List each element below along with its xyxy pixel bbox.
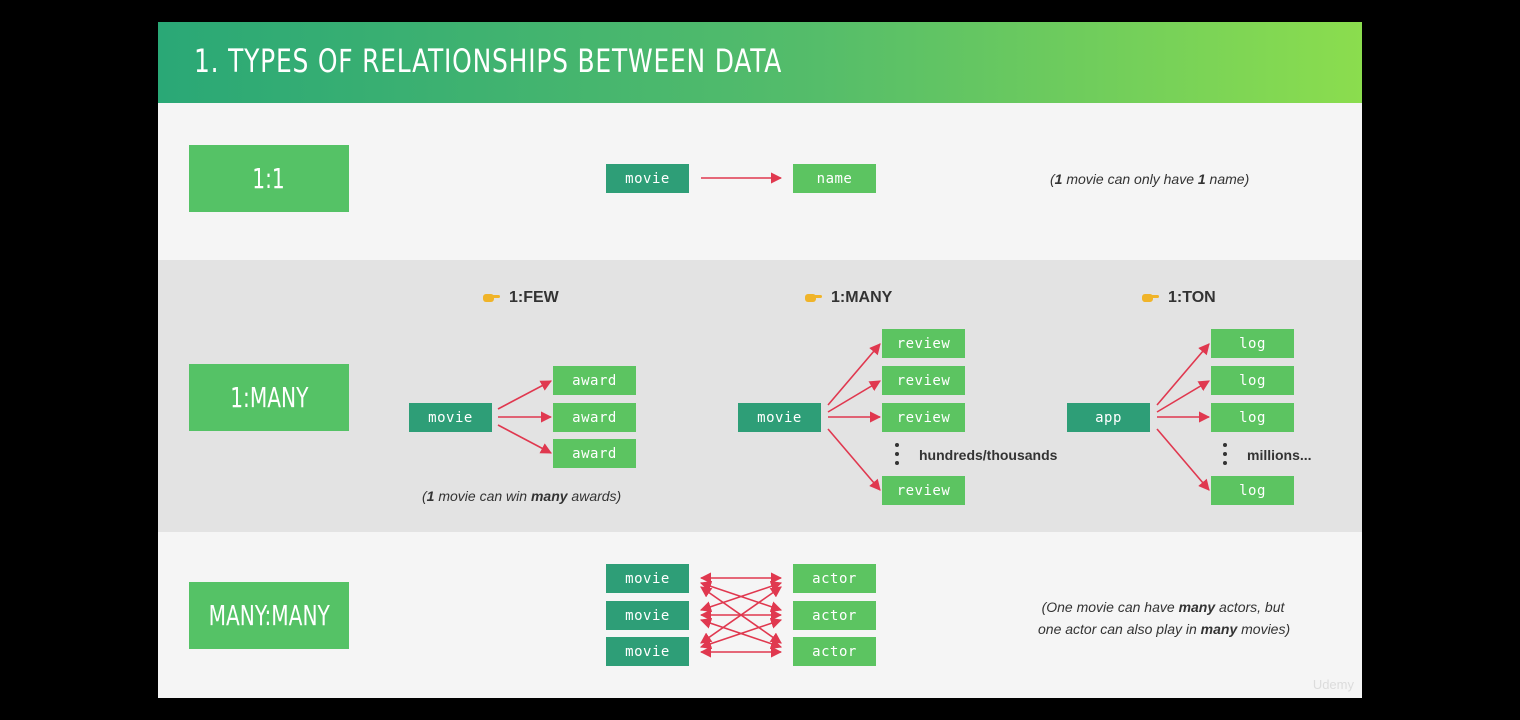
label-many-to-many: MANY:MANY [189,582,349,649]
label-one-to-many: 1:MANY [189,364,349,431]
note-many-to-many: (One movie can have many actors, but one… [1038,599,1291,637]
heading-one-to-many: 1:MANY [805,289,892,307]
page-title: 1. TYPES OF RELATIONSHIPS BETWEEN DATA [194,42,783,80]
label-one-to-one: 1:1 [189,145,349,212]
box-actor: actor [793,637,876,666]
note-one-to-few: (1 movie can win many awards) [422,488,622,504]
box-actor: actor [793,601,876,630]
box-movie: movie [606,164,689,193]
label-millions: millions... [1247,447,1312,463]
box-review: review [882,329,965,358]
box-app: app [1067,403,1150,432]
pointing-hand-icon [483,292,500,304]
box-movie: movie [606,637,689,666]
box-movie: movie [738,403,821,432]
heading-one-to-few: 1:FEW [483,289,559,307]
box-review: review [882,403,965,432]
pointing-hand-icon [1142,292,1159,304]
box-name: name [793,164,876,193]
box-log: log [1211,329,1294,358]
box-movie: movie [409,403,492,432]
ellipsis-icon [895,443,899,470]
header-banner: 1. TYPES OF RELATIONSHIPS BETWEEN DATA [158,22,1362,103]
note-one-to-one: (1 movie can only have 1 name) [1050,171,1250,187]
box-review: review [882,476,965,505]
ellipsis-icon [1223,443,1227,470]
one-to-one-section [158,103,1362,260]
heading-one-to-ton: 1:TON [1142,289,1216,307]
box-actor: actor [793,564,876,593]
box-log: log [1211,366,1294,395]
box-movie: movie [606,601,689,630]
udemy-watermark: Udemy [1312,677,1354,692]
box-log: log [1211,403,1294,432]
box-award: award [553,403,636,432]
slide: 1. TYPES OF RELATIONSHIPS BETWEEN DATA [158,22,1362,698]
label-hundreds-thousands: hundreds/thousands [919,447,1058,463]
pointing-hand-icon [805,292,822,304]
box-review: review [882,366,965,395]
box-movie: movie [606,564,689,593]
box-award: award [553,439,636,468]
box-log: log [1211,476,1294,505]
box-award: award [553,366,636,395]
